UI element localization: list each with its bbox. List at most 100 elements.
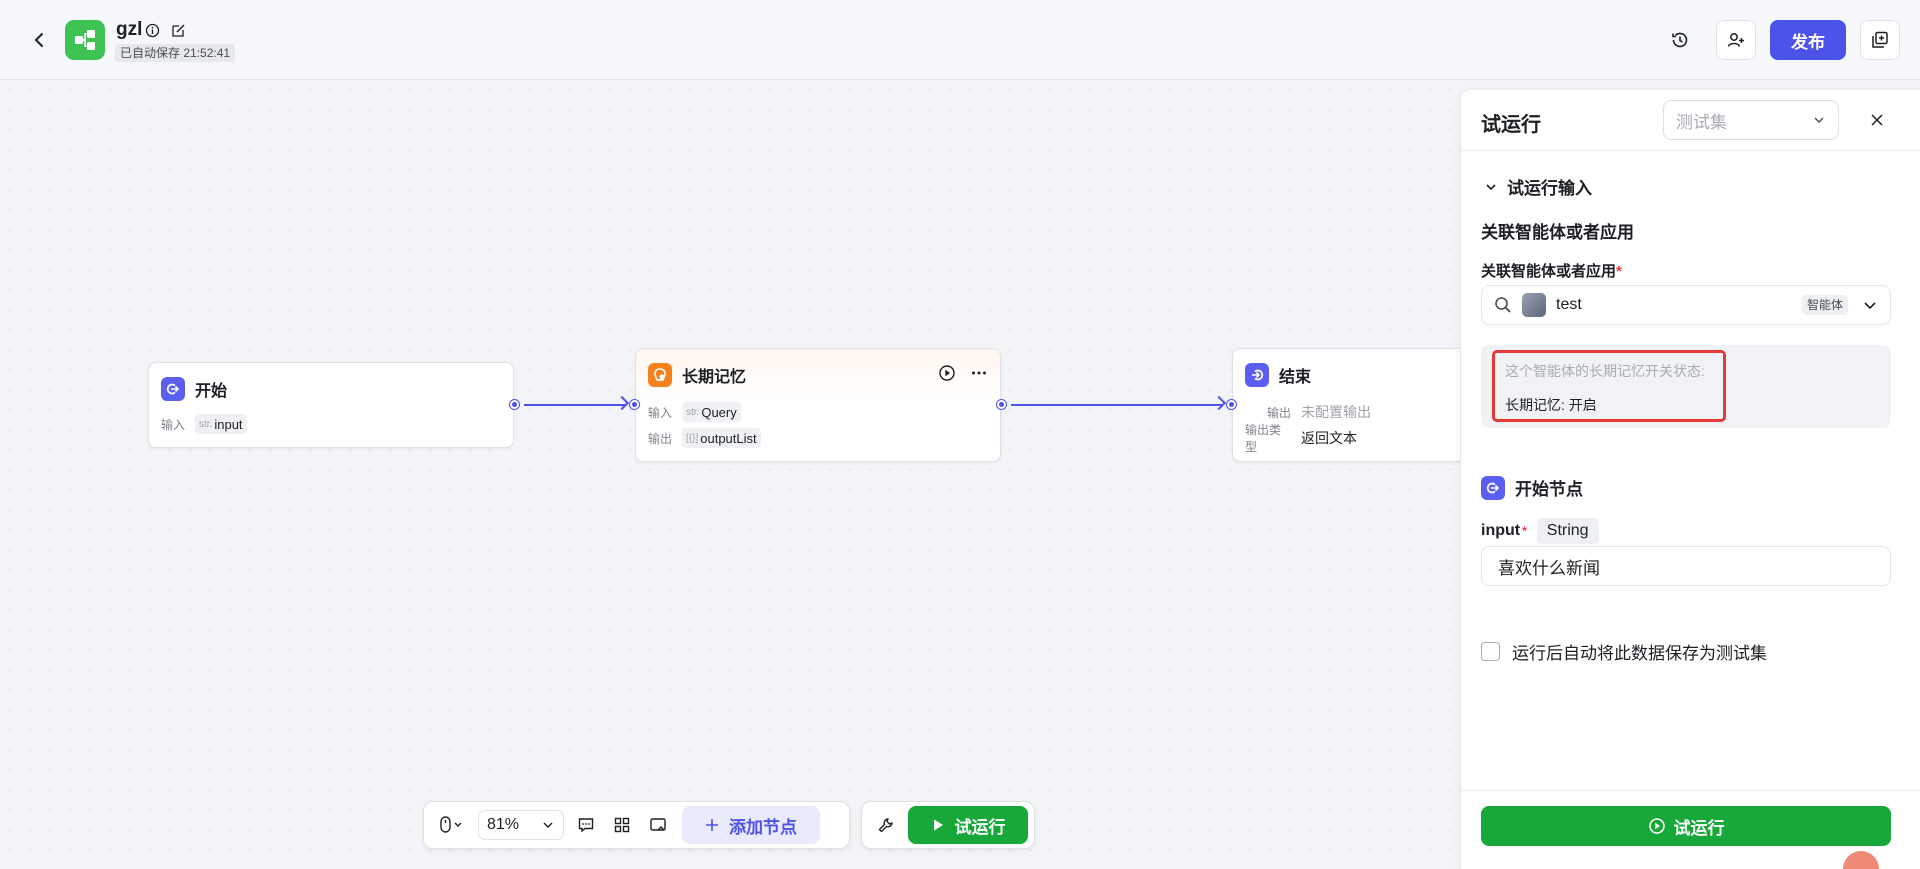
auto-save-option[interactable]: 运行后自动将此数据保存为测试集 xyxy=(1481,639,1767,664)
node-long-term-memory[interactable]: 长期记忆 输入 str.Query 输出 [{}]outputList xyxy=(630,348,1006,462)
agent-select[interactable]: test 智能体 xyxy=(1481,285,1891,325)
agent-type-badge: 智能体 xyxy=(1801,295,1848,315)
agent-name: test xyxy=(1556,296,1582,313)
workflow-canvas[interactable] xyxy=(0,80,1460,869)
input-port[interactable] xyxy=(630,400,639,409)
copy-icon xyxy=(1872,31,1888,48)
start-node-icon xyxy=(161,377,185,401)
node-title: 长期记忆 xyxy=(682,369,747,386)
node-end[interactable]: 结束 输出 未配置输出 输出类型 返回文本 xyxy=(1227,348,1462,462)
test-run-button[interactable]: 试运行 xyxy=(908,806,1028,844)
publish-button[interactable]: 发布 xyxy=(1770,20,1846,60)
edge-memory-end xyxy=(1011,395,1227,411)
edge-start-memory xyxy=(524,395,630,411)
start-node-section: 开始节点 xyxy=(1481,475,1583,500)
node-title: 开始 xyxy=(195,383,228,400)
app-name: gzl xyxy=(116,19,143,40)
play-icon xyxy=(933,819,943,831)
agent-avatar xyxy=(1522,293,1546,317)
canvas-toolbar: 81% 添加节点 xyxy=(423,801,850,849)
mouse-icon xyxy=(440,816,462,833)
param-tag: [{}]outputList xyxy=(682,428,761,448)
divider xyxy=(1461,150,1920,151)
search-icon xyxy=(1495,297,1511,313)
chevron-down-icon xyxy=(1814,117,1824,123)
input-type-chip: String xyxy=(1536,518,1599,544)
link-heading: 关联智能体或者应用 xyxy=(1481,223,1634,242)
chevron-down-icon xyxy=(543,822,553,828)
divider xyxy=(1461,790,1920,791)
play-circle-icon xyxy=(1648,818,1665,834)
edit-icon[interactable] xyxy=(169,21,187,39)
test-input-section-toggle[interactable]: 试运行输入 xyxy=(1485,174,1592,199)
close-panel-button[interactable] xyxy=(1865,108,1889,132)
test-run-panel: 试运行 测试集 试运行输入 关联智能体或者应用 关联智能体或者应用* test … xyxy=(1460,90,1920,869)
node-start[interactable]: 开始 输入 str.input xyxy=(148,362,519,448)
run-button[interactable]: 试运行 xyxy=(1481,806,1891,846)
row-label: 输入 xyxy=(648,405,673,420)
output-port[interactable] xyxy=(510,400,519,409)
test-run-label: 试运行 xyxy=(954,817,1006,837)
grid-icon xyxy=(614,817,630,833)
wrench-icon xyxy=(878,818,893,833)
test-set-select[interactable]: 测试集 xyxy=(1663,100,1839,140)
title-icons xyxy=(143,21,187,39)
run-toolbar: 试运行 xyxy=(861,801,1035,849)
minimap-button[interactable] xyxy=(640,807,676,843)
back-button[interactable] xyxy=(28,28,52,52)
output-value: 未配置输出 xyxy=(1301,404,1371,420)
history-button[interactable] xyxy=(1664,24,1696,56)
row-label: 输入 xyxy=(161,417,186,432)
input-value-field[interactable] xyxy=(1481,546,1891,586)
layout-button[interactable] xyxy=(604,807,640,843)
memory-status-value: 长期记忆: 开启 xyxy=(1505,397,1597,413)
app-logo xyxy=(65,20,105,60)
close-icon xyxy=(1871,114,1883,126)
autosave-status: 已自动保存 21:52:41 xyxy=(115,44,236,62)
row-label: 输出 xyxy=(1266,405,1291,420)
copy-button[interactable] xyxy=(1860,20,1900,60)
interaction-mode-button[interactable] xyxy=(430,807,474,843)
chevron-down-icon xyxy=(1486,183,1496,190)
row-label: 输出 xyxy=(648,431,673,446)
memory-status-highlight: 这个智能体的长期记忆开关状态: 长期记忆: 开启 xyxy=(1492,350,1726,422)
memory-node-icon xyxy=(648,363,672,387)
minimap-icon xyxy=(650,818,666,831)
zoom-value: 81% xyxy=(487,816,520,833)
history-icon xyxy=(1672,32,1688,48)
add-node-button[interactable]: 添加节点 xyxy=(682,806,820,844)
auto-save-checkbox[interactable] xyxy=(1481,642,1500,661)
memory-status-box: 这个智能体的长期记忆开关状态: 长期记忆: 开启 xyxy=(1481,345,1891,428)
debug-settings-button[interactable] xyxy=(868,807,904,843)
input-port[interactable] xyxy=(1227,400,1236,409)
add-user-icon xyxy=(1727,33,1744,47)
more-icon[interactable] xyxy=(970,364,988,387)
collaborator-button[interactable] xyxy=(1716,20,1756,60)
zoom-select[interactable]: 81% xyxy=(478,810,564,840)
start-node-icon xyxy=(1481,475,1505,500)
start-section-title: 开始节点 xyxy=(1515,480,1583,499)
run-label: 试运行 xyxy=(1673,818,1725,838)
memory-status-label: 这个智能体的长期记忆开关状态: xyxy=(1505,363,1705,379)
assistant-mascot-avatar[interactable] xyxy=(1843,851,1879,869)
header: gzl 已自动保存 21:52:41 发布 xyxy=(0,0,1920,80)
workflow-icon xyxy=(75,30,95,50)
plus-icon xyxy=(706,819,718,831)
comment-button[interactable] xyxy=(568,807,604,843)
info-icon[interactable] xyxy=(143,21,161,39)
auto-save-label: 运行后自动将此数据保存为测试集 xyxy=(1512,644,1767,663)
output-port[interactable] xyxy=(997,400,1006,409)
run-node-icon[interactable] xyxy=(938,364,956,387)
test-set-placeholder: 测试集 xyxy=(1676,112,1727,132)
comment-icon xyxy=(578,818,594,833)
input-param-label: input* String xyxy=(1481,518,1599,544)
chevron-down-icon xyxy=(1864,302,1876,310)
link-field-label: 关联智能体或者应用* xyxy=(1481,263,1622,280)
param-tag: str.Query xyxy=(682,402,741,422)
param-tag: str.input xyxy=(195,414,247,434)
panel-title: 试运行 xyxy=(1481,114,1541,136)
row-label: 输出类型 xyxy=(1245,423,1282,454)
output-type-value: 返回文本 xyxy=(1301,430,1357,446)
add-node-label: 添加节点 xyxy=(729,817,797,837)
section-label: 试运行输入 xyxy=(1507,179,1592,198)
